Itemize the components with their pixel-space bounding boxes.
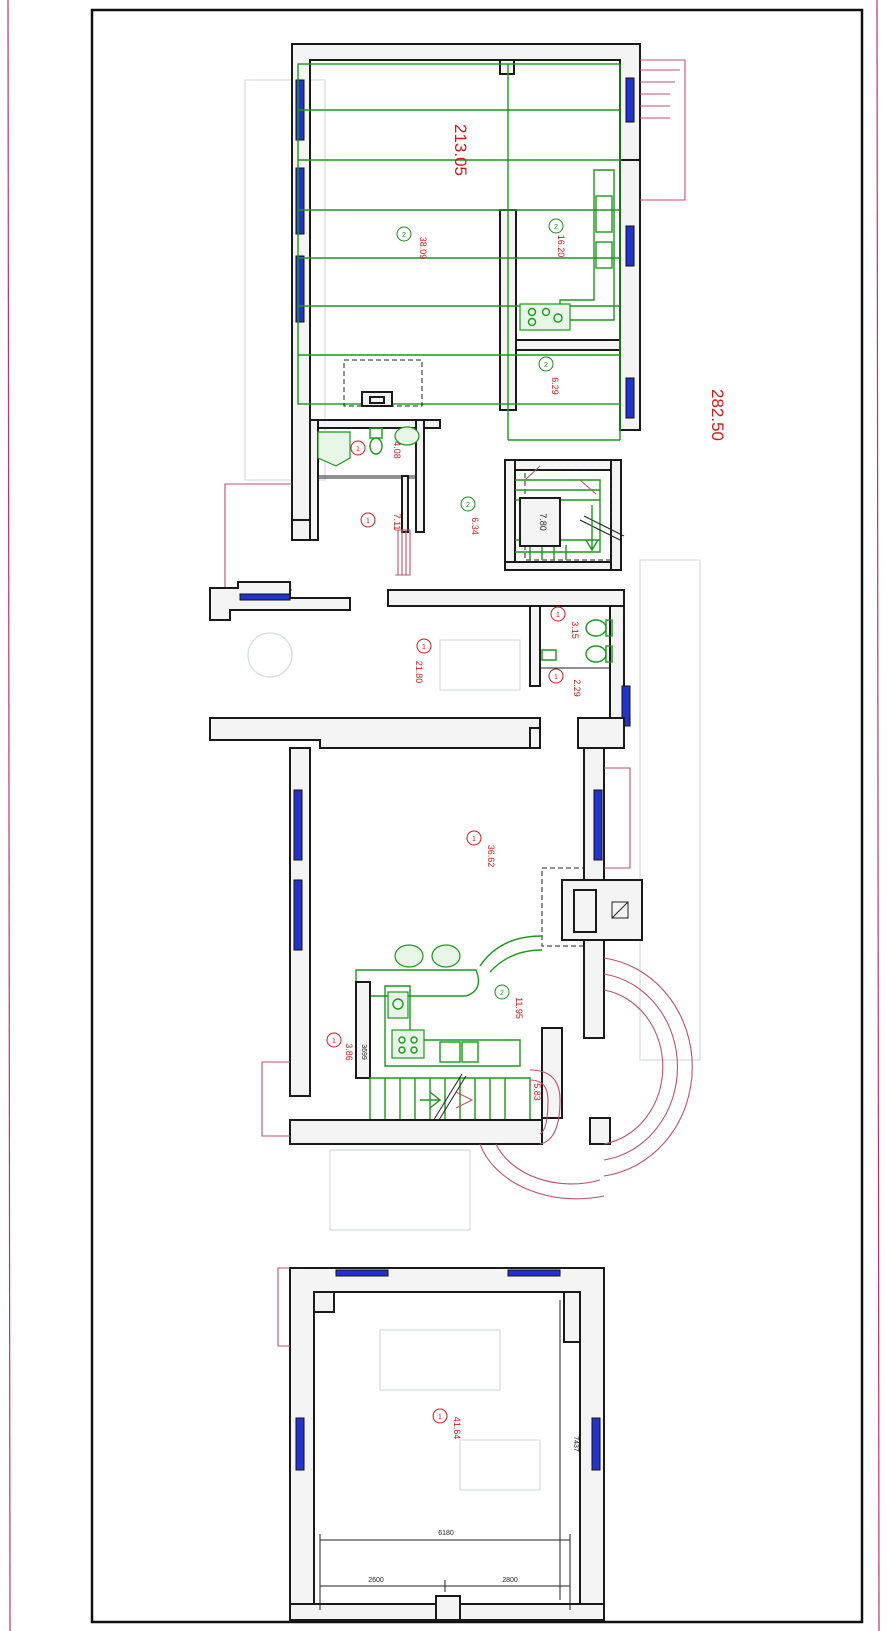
middle-floor [209, 581, 631, 749]
room-area: 16.20 [556, 235, 566, 258]
dim-outbuilding-depth: 7437 [572, 1436, 579, 1452]
room-area: 38.09 [418, 237, 428, 260]
room-label-4-08: 1 4.08 [350, 440, 402, 459]
room-label-36-62: 1 36.62 [466, 830, 496, 868]
room-label-2-29: 1 2.29 [548, 668, 582, 697]
room-area: 7.11 [392, 514, 402, 531]
room-label-7-80: 7.80 [538, 513, 548, 531]
upper-floor [224, 43, 686, 591]
dimension-labels: 3699 7437 6180 2600 2800 [360, 1044, 579, 1584]
room-area: 21.80 [414, 661, 424, 684]
room-label-5-83: 5.83 [532, 1083, 542, 1101]
svg-text:2: 2 [544, 362, 548, 369]
room-label-7-11: 1 7.11 [360, 512, 402, 531]
svg-text:2: 2 [402, 232, 406, 239]
room-label-3-15: 1 3.15 [550, 606, 580, 639]
svg-text:2: 2 [466, 502, 470, 509]
svg-text:2: 2 [500, 990, 504, 997]
ghost-underlay [244, 79, 701, 1491]
svg-text:1: 1 [356, 446, 360, 453]
dim-seg-left: 2600 [368, 1577, 384, 1584]
svg-text:1: 1 [472, 836, 476, 843]
living-section [261, 747, 693, 1200]
svg-text:1: 1 [556, 612, 560, 619]
svg-text:1: 1 [332, 1038, 336, 1045]
area-labels: 213.05 282.50 2 38.09 2 16.20 2 6.29 1 4… [326, 124, 727, 1440]
room-label-21-80: 1 21.80 [414, 638, 432, 684]
total-area-b: 282.50 [708, 389, 727, 441]
room-area: 5.83 [532, 1083, 542, 1101]
room-area: 3.15 [570, 621, 580, 639]
room-label-16-20: 2 16.20 [548, 218, 566, 258]
room-area: 7.80 [538, 513, 548, 531]
room-area: 6.34 [470, 517, 480, 535]
room-label-11-95: 2 11.95 [494, 984, 524, 1019]
room-area: 3.86 [344, 1043, 354, 1061]
room-area: 4.08 [392, 441, 402, 459]
outbuilding [277, 1267, 605, 1621]
svg-text:1: 1 [422, 644, 426, 651]
room-area: 6.29 [550, 377, 560, 395]
room-area: 11.95 [514, 997, 524, 1019]
drawing-frame [90, 8, 864, 1624]
room-label-3-86: 1 3.86 [326, 1032, 354, 1061]
room-label-6-34: 2 6.34 [460, 496, 480, 535]
room-label-38-09: 2 38.09 [396, 226, 428, 260]
dim-seg-right: 2800 [502, 1577, 518, 1584]
total-area-a: 213.05 [451, 124, 470, 176]
svg-text:1: 1 [438, 1414, 442, 1421]
room-label-6-29: 2 6.29 [538, 356, 560, 395]
room-area: 2.29 [572, 679, 582, 697]
dim-outbuilding-width: 6180 [438, 1530, 454, 1537]
room-area: 36.62 [486, 845, 496, 868]
svg-text:1: 1 [554, 674, 558, 681]
svg-text:1: 1 [366, 518, 370, 525]
room-area: 41.64 [452, 1417, 462, 1440]
dim-stair-width: 3699 [360, 1044, 367, 1060]
svg-text:2: 2 [554, 224, 558, 231]
room-label-41-64: 1 41.64 [432, 1408, 462, 1440]
